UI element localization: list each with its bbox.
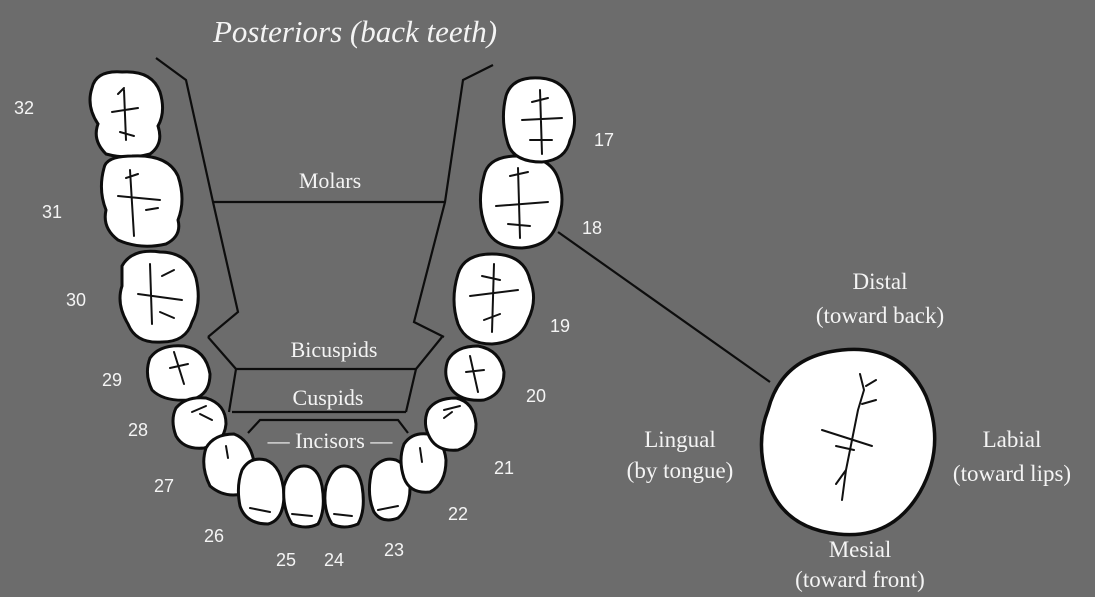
labial-label: Labial: [983, 427, 1042, 452]
tooth-number-18: 18: [582, 218, 602, 238]
tooth-26: [238, 459, 284, 524]
tooth-24: [325, 466, 363, 527]
tooth-number-19: 19: [550, 316, 570, 336]
tooth-21: [425, 398, 476, 450]
diagram-title: Posteriors (back teeth): [212, 14, 497, 49]
tooth-number-28: 28: [128, 420, 148, 440]
tooth-number-22: 22: [448, 504, 468, 524]
enlarged-tooth-18: [761, 349, 934, 534]
enlarged-tooth-outline: [761, 349, 934, 534]
bicuspids-label: Bicuspids: [291, 337, 378, 362]
distal-sublabel: (toward back): [816, 303, 944, 328]
tooth-number-21: 21: [494, 458, 514, 478]
distal-label: Distal: [853, 269, 908, 294]
molars-label: Molars: [299, 168, 361, 193]
tooth-number-26: 26: [204, 526, 224, 546]
mesial-label: Mesial: [829, 537, 892, 562]
tooth-20: [446, 346, 504, 400]
tooth-number-30: 30: [66, 290, 86, 310]
tooth-18: [480, 156, 562, 248]
tooth-31: [101, 156, 182, 246]
tooth-25: [284, 466, 324, 527]
tooth-number-17: 17: [594, 130, 614, 150]
lingual-sublabel: (by tongue): [627, 458, 734, 483]
tooth-18-callout-line: [558, 232, 770, 382]
tooth-number-27: 27: [154, 476, 174, 496]
labial-sublabel: (toward lips): [953, 461, 1071, 486]
tooth-number-23: 23: [384, 540, 404, 560]
tooth-32: [90, 72, 163, 157]
tooth-number-20: 20: [526, 386, 546, 406]
incisors-label: — Incisors —: [267, 428, 394, 453]
tooth-number-31: 31: [42, 202, 62, 222]
tooth-29: [147, 346, 210, 401]
lingual-label: Lingual: [644, 427, 716, 452]
tooth-number-25: 25: [276, 550, 296, 570]
mesial-sublabel: (toward front): [795, 567, 925, 592]
tooth-number-24: 24: [324, 550, 344, 570]
tooth-number-29: 29: [102, 370, 122, 390]
tooth-number-32: 32: [14, 98, 34, 118]
cuspids-label: Cuspids: [293, 385, 364, 410]
